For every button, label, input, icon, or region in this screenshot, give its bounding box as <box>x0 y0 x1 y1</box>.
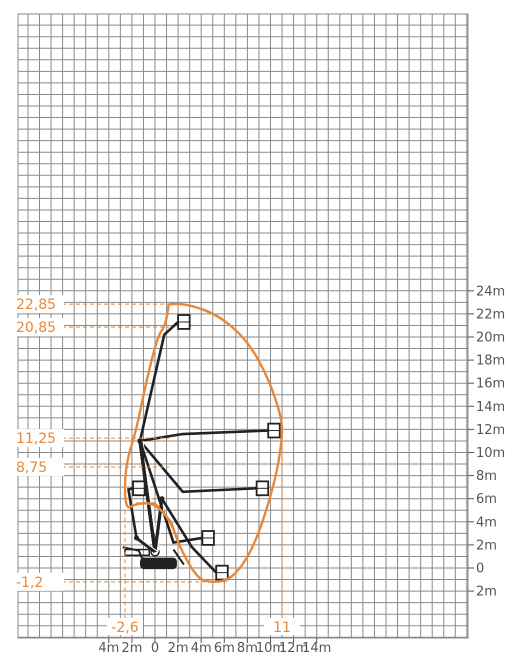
x-tick-label: 2m <box>168 641 189 656</box>
boom-joint <box>137 438 143 444</box>
height-callout-bg <box>14 295 64 314</box>
dimension-callouts: 22,85 20,85 11,25 8,75 -1,2 -2,6 11 <box>14 295 301 636</box>
y-tick-3: 18m <box>468 354 505 369</box>
x-tick-1: 2m <box>121 638 142 656</box>
upper-boom <box>138 440 257 494</box>
machine-positions <box>122 314 281 581</box>
envelope-outline <box>123 302 284 584</box>
machine-position-4 <box>153 496 229 581</box>
x-tick-3: 2m <box>168 638 189 656</box>
y-tick-6: 12m <box>468 423 505 438</box>
height-callout-4: -1,2 <box>14 572 227 591</box>
y-tick-label: 22m <box>476 307 505 322</box>
y-tick-label: 4m <box>476 515 497 530</box>
reach-callout-label: -2,6 <box>111 620 138 636</box>
y-tick-12: 0 <box>468 562 484 577</box>
y-tick-1: 22m <box>468 307 505 322</box>
height-callout-label: 22,85 <box>16 297 56 313</box>
y-tick-label: 18m <box>476 354 505 369</box>
height-callout-1: 20,85 <box>14 318 169 337</box>
x-tick-label: 4m <box>98 641 119 656</box>
x-tick-0: 4m <box>98 638 119 656</box>
y-tick-0: 24m <box>468 284 505 299</box>
x-tick-label: 0 <box>151 641 159 656</box>
boom-joint <box>134 535 140 541</box>
y-tick-10: 4m <box>468 515 497 530</box>
y-tick-label: 10m <box>476 446 505 461</box>
y-tick-11: 2m <box>468 538 497 553</box>
height-callout-bg <box>14 457 64 476</box>
height-callout-2: 11,25 <box>14 429 169 448</box>
height-callout-0: 22,85 <box>14 295 169 314</box>
reach-callout-bg <box>106 618 143 635</box>
x-tick-label: 4m <box>191 641 212 656</box>
lower-boom-highlight <box>139 537 159 553</box>
y-tick-label: 16m <box>476 377 505 392</box>
machine-position-3 <box>137 438 215 553</box>
working-envelope <box>123 302 284 584</box>
lower-boom <box>135 536 156 554</box>
y-tick-7: 10m <box>468 446 505 461</box>
y-tick-label: 14m <box>476 400 505 415</box>
x-tick-label: 6m <box>214 641 235 656</box>
outrigger-leg-left <box>122 546 146 565</box>
x-tick-2: 0 <box>151 638 159 656</box>
machine-position-5 <box>126 480 159 554</box>
x-tick-8: 12m <box>279 638 308 656</box>
height-callout-label: 20,85 <box>16 320 56 336</box>
height-callout-bg <box>14 572 64 591</box>
height-callout-bg <box>14 429 64 448</box>
y-tick-13: 2m <box>468 585 497 600</box>
y-tick-label: 24m <box>476 284 505 299</box>
x-tick-label: 12m <box>279 641 308 656</box>
upper-boom <box>126 487 138 539</box>
height-callout-3: 8,75 <box>14 457 169 476</box>
x-tick-6: 8m <box>237 638 258 656</box>
upper-boom <box>138 440 203 545</box>
y-tick-2: 20m <box>468 331 505 346</box>
x-tick-label: 8m <box>237 641 258 656</box>
y-tick-label: 12m <box>476 423 505 438</box>
machine-base <box>122 546 185 570</box>
x-tick-label: 14m <box>302 641 331 656</box>
y-tick-label: 20m <box>476 331 505 346</box>
reach-callout-1: 11 <box>264 438 301 636</box>
height-callout-label: -1,2 <box>16 575 43 591</box>
y-tick-5: 14m <box>468 400 505 415</box>
reach-callout-label: 11 <box>273 620 291 636</box>
upper-boom <box>160 498 218 574</box>
inner-reach-arc <box>136 502 181 547</box>
y-tick-9: 6m <box>468 492 497 507</box>
lower-boom <box>153 498 164 553</box>
x-tick-5: 6m <box>214 638 235 656</box>
height-callout-label: 11,25 <box>16 431 56 447</box>
y-tick-label: 2m <box>476 538 497 553</box>
x-tick-9: 14m <box>302 638 331 656</box>
x-tick-label: 10m <box>256 641 285 656</box>
reach-callout-bg <box>264 618 301 635</box>
y-tick-label: 8m <box>476 469 497 484</box>
y-tick-4: 16m <box>468 377 505 392</box>
upper-boom <box>139 429 269 443</box>
lower-boom-highlight <box>157 498 166 552</box>
height-callout-bg <box>14 318 64 337</box>
height-callout-label: 8,75 <box>16 460 47 476</box>
y-tick-label: 0 <box>476 562 484 577</box>
x-tick-7: 10m <box>256 638 285 656</box>
outrigger-leg-right <box>172 548 185 566</box>
y-tick-8: 8m <box>468 469 497 484</box>
crawler-track <box>139 557 177 570</box>
x-tick-4: 4m <box>191 638 212 656</box>
grid <box>17 13 469 639</box>
upper-boom <box>138 321 179 442</box>
y-tick-label: 2m <box>476 585 497 600</box>
x-tick-label: 2m <box>121 641 142 656</box>
boom-joint <box>159 496 165 502</box>
lower-boom <box>138 440 157 553</box>
y-tick-label: 6m <box>476 492 497 507</box>
reach-callout-0: -2,6 <box>106 510 143 636</box>
